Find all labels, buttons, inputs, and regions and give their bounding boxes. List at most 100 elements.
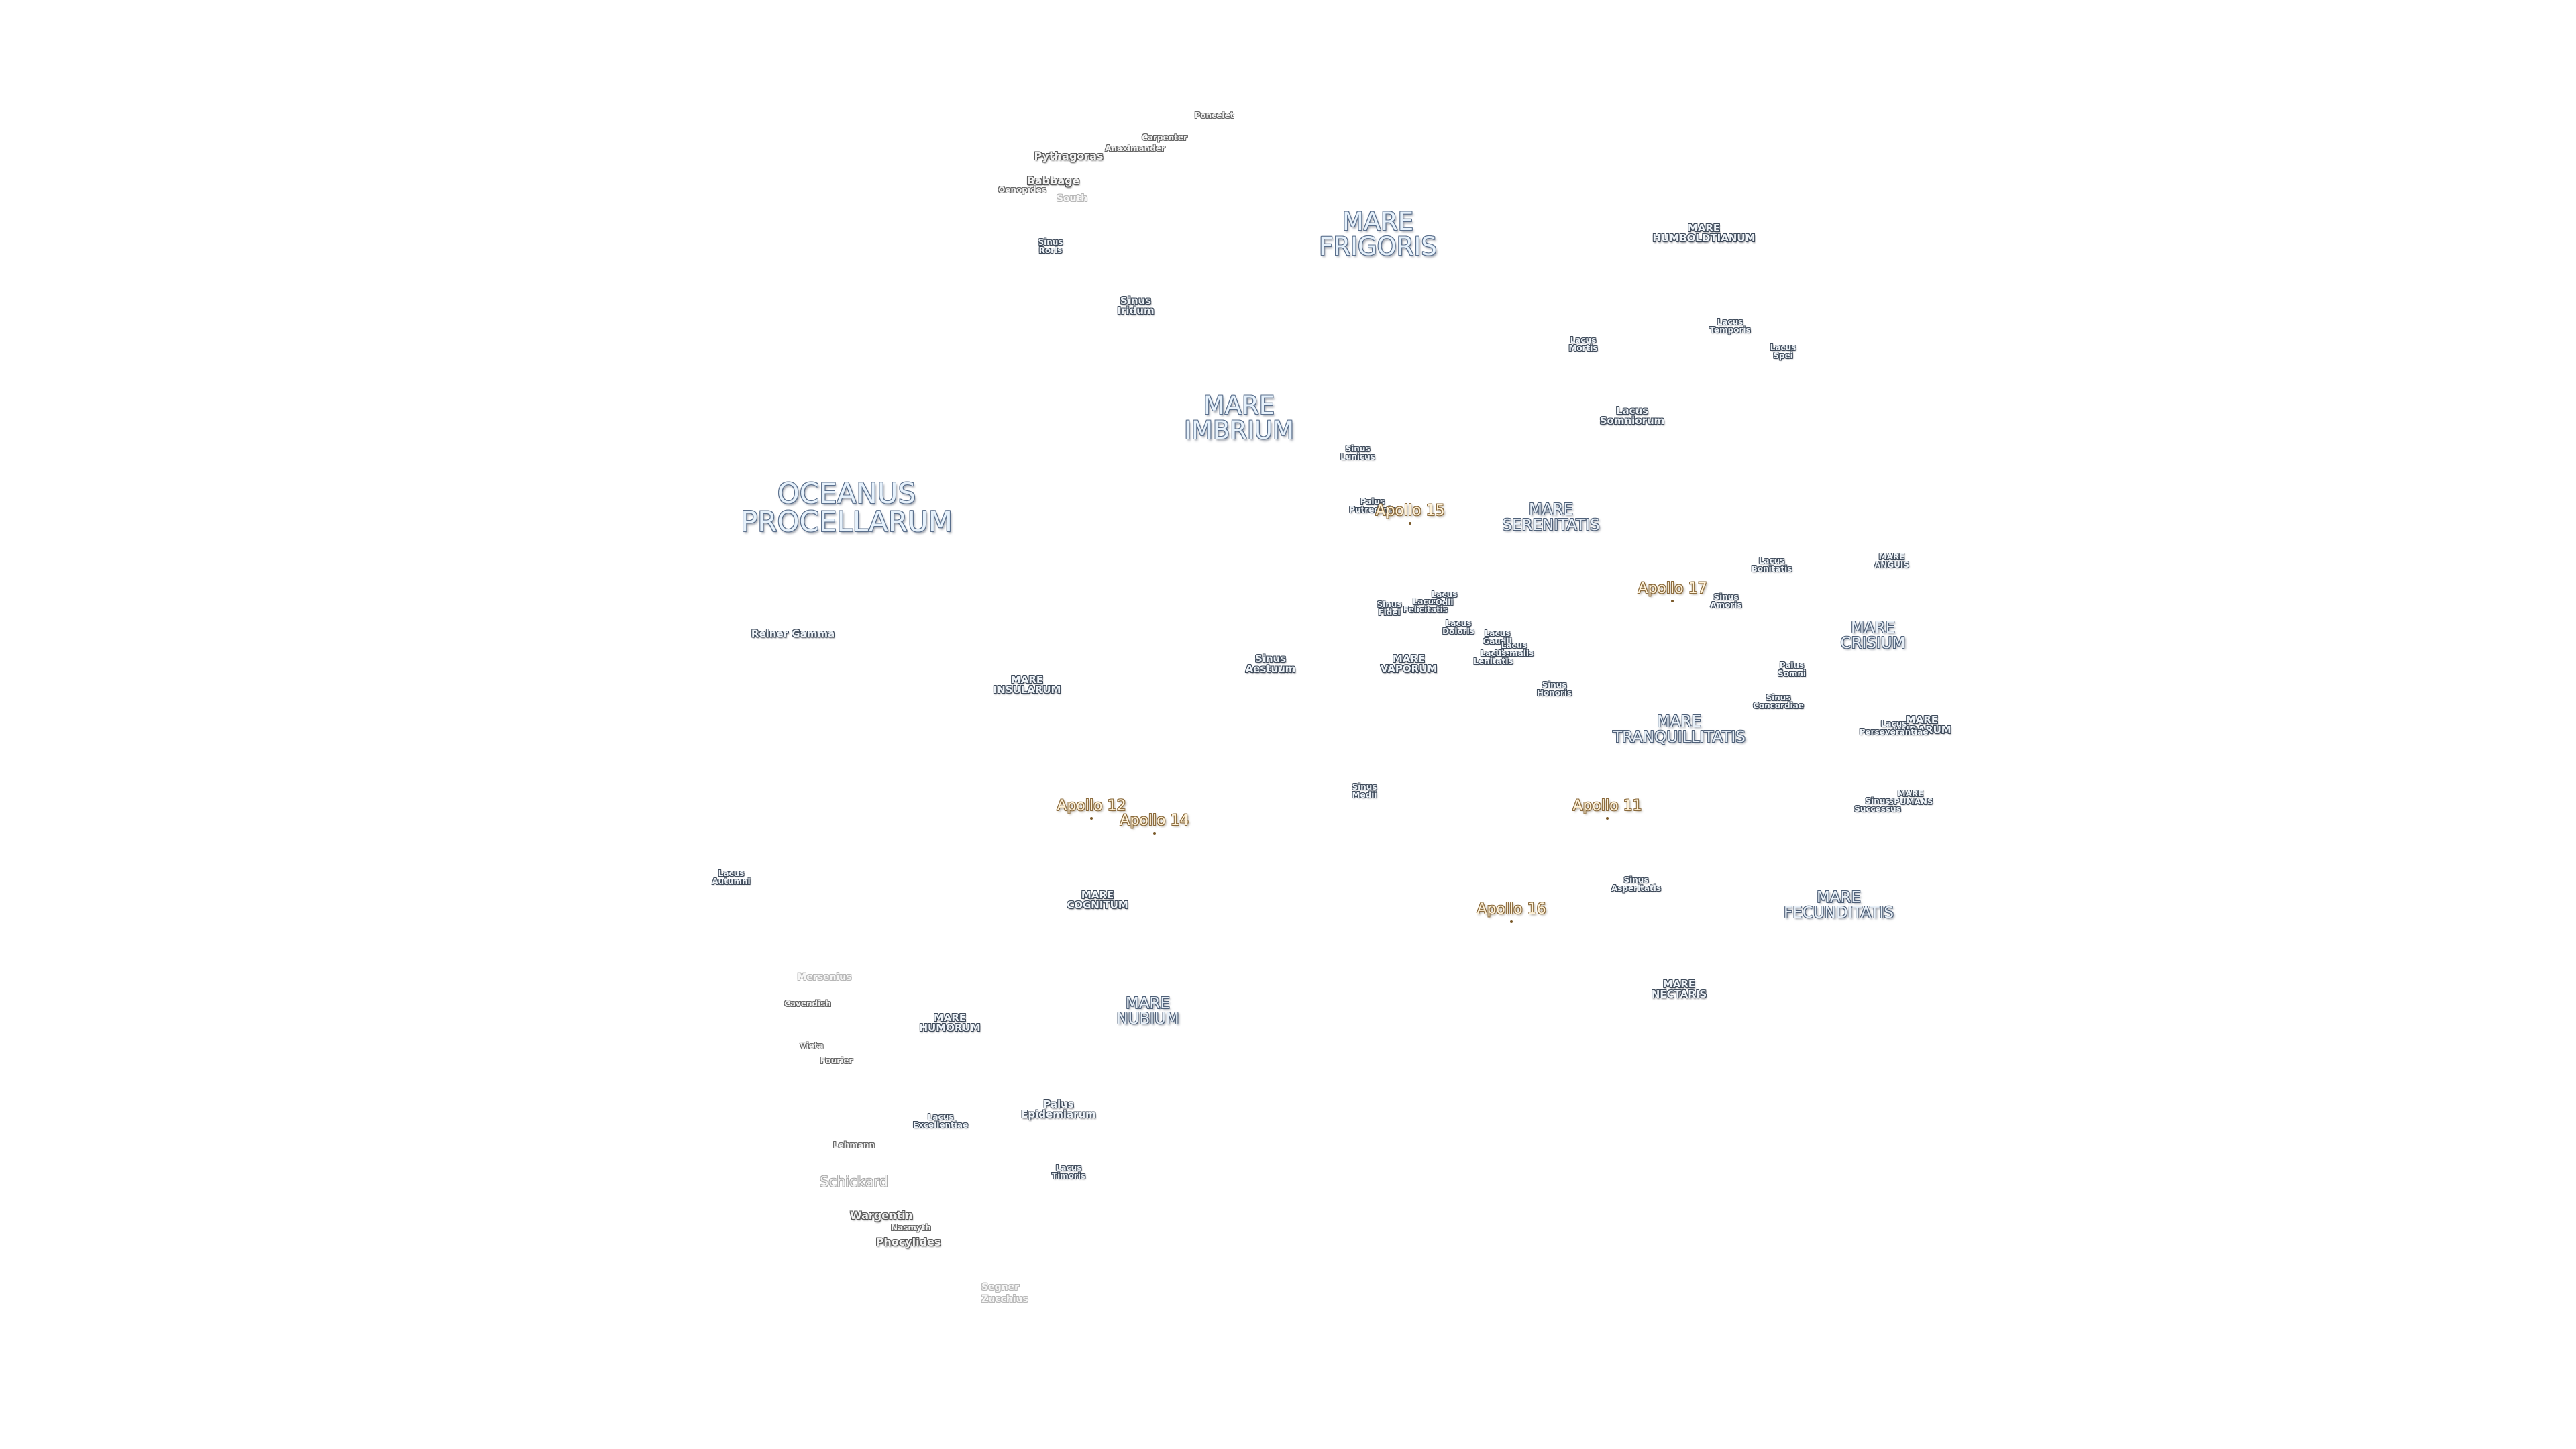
label-line: Anaximander [1105, 144, 1165, 153]
label-line: Aestuum [1245, 663, 1296, 675]
label-mersenius: Mersenius [797, 973, 851, 982]
label-line: Lacus [1055, 1163, 1082, 1173]
label-phocylides: Phocylides [876, 1237, 941, 1248]
label-line: Autumni [712, 877, 751, 886]
label-nasmyth: Nasmyth [891, 1224, 931, 1232]
label-line: Gaudii [1483, 637, 1512, 646]
label-line: TRANQUILLITATIS [1613, 729, 1746, 746]
label-line: Palus [1043, 1098, 1074, 1110]
label-line: Odii [1435, 598, 1454, 607]
label-vieta: Vieta [800, 1042, 823, 1050]
label-line: Sinus [1865, 796, 1890, 806]
label-line: FRIGORIS [1319, 232, 1437, 261]
label-line: Sinus [1120, 294, 1152, 307]
apollo-11-marker [1606, 817, 1609, 820]
label-line: Lacus [1480, 649, 1507, 658]
label-line: MARE [933, 1012, 967, 1024]
label-reiner-gamma: Reiner Gamma [751, 629, 835, 639]
label-line: Successus [1854, 804, 1901, 814]
label-line: Vieta [800, 1041, 824, 1051]
apollo-17-label: Apollo 17 [1638, 580, 1707, 597]
label-line: Lenitatis [1473, 657, 1513, 666]
label-line: FECUNDITATIS [1784, 904, 1894, 922]
label-line: Felicitatis [1403, 605, 1448, 614]
label-line: Sinus [1713, 592, 1739, 602]
label-line: Hiemalis [1494, 649, 1534, 658]
label-babbage: Babbage [1027, 176, 1080, 186]
label-line: Segner [981, 1282, 1019, 1293]
label-line: Pythagoras [1034, 150, 1104, 162]
label-line: Perseverantiae [1859, 727, 1929, 737]
apollo-16-label: Apollo 16 [1477, 901, 1546, 918]
label-line: Fourier [820, 1056, 853, 1065]
label-line: Lacus [1445, 619, 1472, 628]
label-line: MARE [1528, 501, 1574, 519]
label-line: Sinus [1345, 444, 1371, 453]
label-line: Iridum [1117, 305, 1155, 317]
label-line: INSULARUM [993, 684, 1061, 696]
label-carpenter: Carpenter [1142, 133, 1187, 142]
label-line: Sinus [1352, 782, 1377, 792]
label-line: NUBIUM [1116, 1010, 1179, 1028]
label-lehmann: Lehmann [833, 1141, 875, 1149]
apollo-15-label: Apollo 15 [1375, 502, 1445, 519]
label-line: Doloris [1442, 627, 1474, 636]
label-line: Schickard [820, 1173, 888, 1190]
label-line: MARE [1125, 995, 1171, 1012]
label-line: Zucchius [981, 1294, 1028, 1305]
label-line: Mortis [1568, 343, 1598, 353]
label-line: Lacus [1615, 405, 1649, 417]
label-line: Spei [1773, 351, 1793, 360]
label-anaximander: Anaximander [1105, 144, 1165, 152]
label-line: MARE [1850, 619, 1896, 637]
label-line: Reiner Gamma [751, 627, 835, 640]
label-line: Sinus [1038, 237, 1063, 247]
label-line: MARE [1816, 889, 1862, 906]
apollo-14-label: Apollo 14 [1120, 812, 1189, 829]
label-line: PROCELLARUM [740, 505, 953, 538]
label-line: Palus [1779, 661, 1805, 670]
label-line: MARE [1687, 222, 1721, 234]
label-line: Bonitatis [1751, 564, 1792, 574]
label-line: Babbage [1026, 174, 1080, 187]
label-pythagoras: Pythagoras [1034, 151, 1104, 162]
label-line: SPUMANS [1888, 797, 1933, 806]
label-line: Excellentiae [912, 1120, 969, 1130]
label-line: Mersenius [797, 972, 852, 983]
label-line: OCEANUS [777, 477, 916, 510]
label-line: Sinus [1542, 680, 1567, 690]
apollo-11-label: Apollo 11 [1572, 798, 1642, 814]
label-line: Sinus [1623, 875, 1649, 885]
apollo-12-label: Apollo 12 [1057, 798, 1126, 814]
label-line: Honoris [1536, 688, 1572, 698]
label-line: MARE [1897, 789, 1924, 798]
label-line: Lacus [1501, 641, 1527, 650]
label-line: Lacus [1880, 719, 1907, 729]
label-line: CRISIUM [1840, 635, 1906, 652]
label-line: Cavendish [784, 999, 831, 1008]
label-line: Temporis [1709, 325, 1751, 335]
label-line: COGNITUM [1067, 899, 1128, 911]
